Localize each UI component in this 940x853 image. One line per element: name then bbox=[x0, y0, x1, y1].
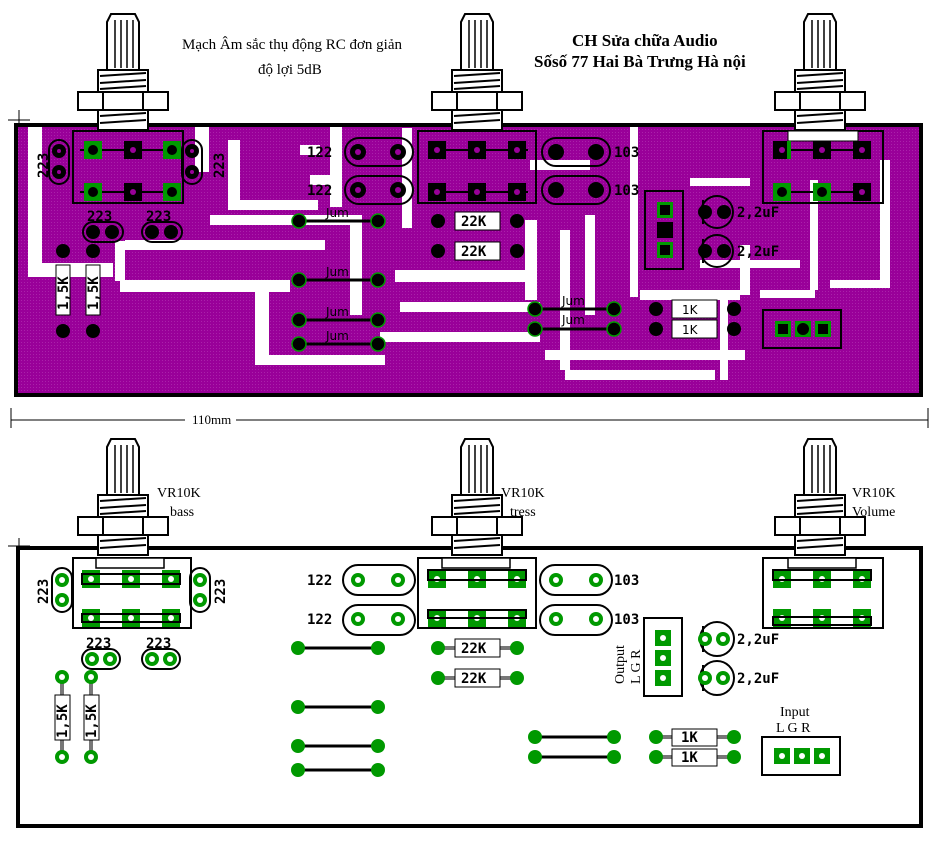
dimension-line bbox=[10, 408, 929, 428]
pot-name-label: Volume bbox=[852, 505, 895, 520]
resistor-label: 22K bbox=[461, 244, 487, 260]
pot-bass-knob-top bbox=[77, 13, 169, 131]
pot-footprint-volume-copper bbox=[762, 130, 884, 204]
cap-label: 122 bbox=[307, 612, 332, 628]
capacitor-label: 2,2uF bbox=[737, 205, 779, 221]
jumper-label: Jum bbox=[561, 294, 585, 308]
resistor-1-5k bbox=[54, 670, 100, 764]
input-connector-copper bbox=[762, 309, 842, 349]
shop-name: CH Sửa chữa Audio bbox=[572, 31, 718, 50]
resistor-label: 1K bbox=[681, 750, 698, 766]
output-title: Output bbox=[613, 645, 628, 684]
resistor-label: 1K bbox=[682, 303, 699, 317]
cap-label: 103 bbox=[614, 183, 639, 199]
circuit-title: Mạch Âm sắc thụ động RC đơn giản bbox=[182, 36, 402, 53]
output-connector-copper bbox=[644, 190, 684, 270]
cap-label: 103 bbox=[614, 573, 639, 589]
resistor-22k bbox=[431, 638, 524, 688]
pot-footprint-treble-copper bbox=[417, 130, 537, 204]
pot-volume-knob-top bbox=[774, 13, 866, 131]
component-view: VR10K bass VR10K tress VR10K Volume 223 … bbox=[8, 438, 923, 828]
pot-name-label: bass bbox=[170, 505, 194, 520]
capacitor-label: 2,2uF bbox=[737, 671, 779, 687]
shop-address: Sốsố 77 Hai Bà Trưng Hà nội bbox=[534, 52, 746, 71]
cap-label: 103 bbox=[614, 612, 639, 628]
pot-value-label: VR10K bbox=[501, 486, 545, 501]
pot-bass-knob bbox=[77, 438, 169, 556]
jumpers bbox=[291, 641, 621, 777]
resistor-22k-copper bbox=[431, 211, 524, 261]
jumper-label: Jum bbox=[325, 206, 349, 220]
cap-label: 122 bbox=[307, 145, 332, 161]
input-pins: L G R bbox=[776, 721, 811, 736]
pot-name-label: tress bbox=[510, 505, 536, 520]
cap-223-left-copper bbox=[48, 139, 70, 185]
resistor-1k bbox=[649, 728, 741, 767]
resistor-label: 1,5K bbox=[55, 704, 71, 738]
cap-122-103-copper bbox=[344, 137, 611, 205]
cap-label: 103 bbox=[614, 145, 639, 161]
cap-122-103 bbox=[342, 564, 613, 636]
resistor-label: 1K bbox=[681, 730, 698, 746]
resistor-1k-copper bbox=[649, 299, 741, 339]
jumper-pads-copper bbox=[291, 213, 622, 352]
resistor-label: 1K bbox=[682, 323, 699, 337]
jumper-label: Jum bbox=[561, 313, 585, 327]
input-title: Input bbox=[780, 705, 810, 720]
resistor-label: 1,5K bbox=[56, 276, 72, 310]
output-pins: L G R bbox=[629, 649, 644, 684]
cap-label: 223 bbox=[146, 209, 171, 225]
cap-223-side bbox=[51, 567, 211, 613]
cap-label: 223 bbox=[87, 209, 112, 225]
pot-footprint-volume bbox=[762, 557, 884, 629]
resistor-label: 1,5K bbox=[86, 276, 102, 310]
jumper-label: Jum bbox=[325, 305, 349, 319]
cap-223-bottom bbox=[81, 648, 181, 670]
isolation-gaps bbox=[28, 127, 890, 380]
copper-view: 223 223 223 223 1,5K 1,5K bbox=[8, 13, 923, 397]
input-connector bbox=[761, 736, 841, 776]
cap-label: 223 bbox=[213, 579, 229, 604]
pot-footprint-treble bbox=[417, 557, 537, 629]
resistor-label: 22K bbox=[461, 641, 487, 657]
electrolytic-caps-copper bbox=[698, 195, 734, 268]
electrolytic-caps bbox=[698, 621, 735, 696]
cap-label: 223 bbox=[146, 636, 171, 652]
jumpers-copper bbox=[299, 219, 614, 346]
cap-label: 223 bbox=[36, 153, 52, 178]
pot-footprint-bass bbox=[72, 557, 192, 629]
cap-label: 223 bbox=[36, 579, 52, 604]
cap-223-bottom-copper bbox=[82, 221, 183, 243]
capacitor-label: 2,2uF bbox=[737, 632, 779, 648]
resistor-1-5k-copper bbox=[55, 244, 101, 338]
pot-value-label: VR10K bbox=[157, 486, 201, 501]
cap-label: 122 bbox=[307, 573, 332, 589]
pot-treble-knob-top bbox=[431, 13, 523, 131]
pot-footprint-bass-copper bbox=[72, 130, 184, 204]
capacitor-label: 2,2uF bbox=[737, 244, 779, 260]
jumper-label: Jum bbox=[325, 265, 349, 279]
pot-value-label: VR10K bbox=[852, 486, 896, 501]
output-connector bbox=[643, 617, 683, 697]
circuit-subtitle: độ lợi 5dB bbox=[258, 62, 322, 78]
cap-label: 223 bbox=[212, 153, 228, 178]
dimension-label: 110mm bbox=[192, 412, 231, 427]
resistor-label: 1,5K bbox=[84, 704, 100, 738]
resistor-label: 22K bbox=[461, 214, 487, 230]
resistor-label: 22K bbox=[461, 671, 487, 687]
cap-label: 122 bbox=[307, 183, 332, 199]
cap-label: 223 bbox=[86, 636, 111, 652]
cap-223-right-copper bbox=[181, 139, 203, 185]
jumper-label: Jum bbox=[325, 329, 349, 343]
